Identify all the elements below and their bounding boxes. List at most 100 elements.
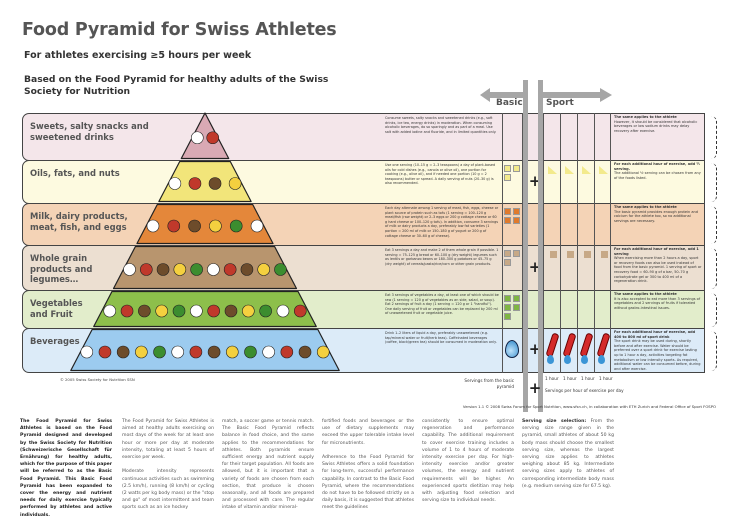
serving-square-icon	[504, 313, 511, 320]
serving-square-icon	[504, 259, 511, 266]
half-serving-triangle-icon	[599, 166, 608, 174]
basic-cell	[502, 245, 523, 291]
food-item-icon	[190, 263, 203, 276]
food-item-icon	[190, 131, 204, 145]
dashed-bracket	[709, 248, 717, 289]
food-item-icon	[173, 263, 187, 276]
hour-label: 1 hour	[581, 376, 595, 381]
food-item-icon	[80, 345, 94, 359]
food-item-icon	[257, 263, 271, 276]
food-item-icon	[138, 304, 151, 318]
food-item-icon	[155, 304, 168, 318]
food-item-icon	[242, 304, 255, 318]
sport-cell	[594, 160, 611, 204]
sport-cell	[560, 245, 577, 291]
food-item-icon	[103, 304, 117, 318]
food-item-icon	[120, 304, 134, 318]
water-drop-icon	[505, 340, 519, 358]
food-item-icon	[209, 219, 222, 233]
food-item-icon	[228, 177, 242, 190]
sport-column-header: Sport	[546, 98, 574, 108]
sport-recommendation: For each additional hour of exercise, ad…	[610, 328, 705, 373]
direction-arrows	[480, 88, 612, 102]
row-label: Whole grain products and legumes…	[30, 253, 93, 284]
sport-text: When exercising more than 2 hours a day,…	[614, 256, 702, 284]
sport-divider-bar	[538, 80, 543, 412]
hour-label: 1 hour	[599, 376, 613, 381]
serving-square-icon	[513, 217, 520, 224]
food-item-icon	[188, 219, 201, 233]
food-item-icon	[168, 177, 182, 190]
basic-cell	[502, 290, 523, 329]
food-item-icon	[276, 304, 290, 318]
pyramid-row	[22, 203, 705, 246]
sport-title: For each additional hour of exercise, ad…	[614, 247, 699, 256]
sport-recommendation: For each additional hour of exercise, ad…	[610, 245, 705, 291]
serving-square-icon	[504, 250, 511, 257]
pyramid-row	[22, 160, 705, 204]
row-label: Beverages	[30, 336, 80, 346]
sport-text: The sport drink may be used during, shor…	[614, 339, 701, 371]
food-item-icon	[139, 263, 153, 276]
dashed-bracket	[709, 163, 717, 202]
food-item-icon	[224, 304, 238, 318]
pyramid-layer	[180, 112, 230, 160]
sport-cell	[543, 328, 560, 373]
serving-size-column: Serving size selection: From the serving…	[522, 418, 614, 490]
food-item-icon	[208, 177, 222, 190]
body-column-2: The Food Pyramid for Swiss Athletes is a…	[122, 419, 214, 511]
food-item-icon	[172, 304, 186, 318]
food-item-icon	[293, 304, 307, 318]
sport-cell	[577, 290, 594, 329]
dashed-bracket	[709, 116, 717, 159]
plus-sign: +	[528, 379, 542, 397]
food-item-icon	[244, 345, 257, 359]
sport-cell	[577, 160, 594, 204]
serving-square-icon	[601, 251, 608, 258]
sport-cell	[594, 328, 611, 373]
sport-title: The same applies to the athlete	[614, 115, 677, 119]
row-recommendation: Consume sweets, salty snacks and sweeten…	[385, 116, 497, 134]
body-column-4: fortified foods and beverages or the use…	[322, 419, 414, 511]
food-item-icon	[240, 263, 254, 276]
water-drop-icon	[598, 355, 605, 364]
half-serving-triangle-icon	[565, 166, 574, 174]
sport-cell	[577, 328, 594, 373]
basic-cell	[502, 203, 523, 246]
sport-title: The same applies to the athlete	[614, 292, 677, 296]
sport-cell	[594, 245, 611, 291]
sport-text: The additional ½ serving can be chosen f…	[614, 171, 701, 180]
row-label: Sweets, salty snacks and sweetened drink…	[30, 121, 149, 142]
sport-cell	[560, 290, 577, 329]
food-item-icon	[156, 263, 170, 276]
sport-text: It is also accepted to eat more than 3 s…	[614, 296, 701, 310]
row-recommendation: Eat 3 servings a day and make 2 of them …	[385, 248, 499, 266]
food-item-icon	[188, 177, 202, 190]
sport-cell	[543, 245, 560, 291]
sport-title: The same applies to the athlete	[614, 205, 677, 209]
dashed-bracket	[709, 331, 717, 371]
food-item-icon	[250, 219, 264, 233]
row-label: Vegetables and Fruit	[30, 298, 83, 319]
food-item-icon	[153, 345, 166, 359]
food-item-icon	[146, 219, 160, 233]
food-item-icon	[189, 345, 203, 359]
sport-cell	[560, 113, 577, 161]
serving-square-icon	[504, 304, 511, 311]
serving-square-icon	[504, 217, 511, 224]
food-item-icon	[116, 345, 130, 359]
serving-square-icon	[513, 304, 520, 311]
sport-cell	[543, 113, 560, 161]
body-column-5: consistently to ensure optimal regenerat…	[422, 419, 514, 504]
food-item-icon	[280, 345, 294, 359]
sport-title: For each additional hour of exercise, ad…	[614, 162, 700, 171]
row-label: Milk, dairy products, meat, fish, and eg…	[30, 211, 128, 232]
hour-label: 1 hour	[563, 376, 577, 381]
serving-square-icon	[513, 295, 520, 302]
water-drop-icon	[581, 355, 588, 364]
sport-cell	[560, 203, 577, 246]
serving-square-icon	[504, 208, 511, 215]
row-recommendation: Drink 1–2 liters of liquid a day, prefer…	[385, 331, 497, 345]
